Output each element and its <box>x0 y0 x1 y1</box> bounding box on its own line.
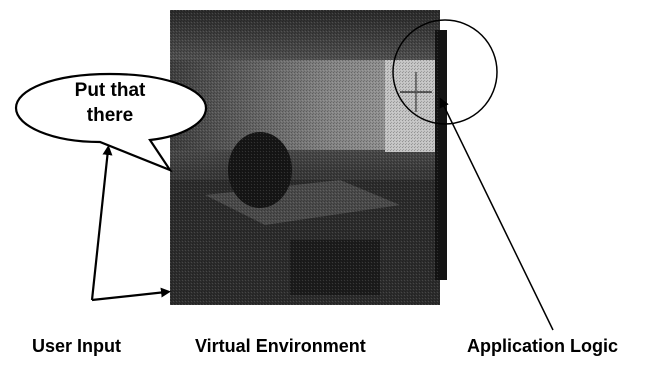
arrow-user-input-to-bubble <box>90 145 113 301</box>
scene-dither-overlay <box>170 10 440 305</box>
virtual-environment-image <box>170 10 447 305</box>
speech-bubble-text: Put that there <box>50 78 170 128</box>
speech-bubble <box>14 72 208 173</box>
caption-application-logic: Application Logic <box>467 336 618 356</box>
caption-virtual-environment: Virtual Environment <box>195 336 366 356</box>
arrow-application-logic-to-object <box>439 97 554 331</box>
application-logic-highlight-circle <box>392 19 498 125</box>
speech-bubble-line-1: Put that <box>74 80 146 101</box>
speech-bubble-line-2: there <box>86 105 134 126</box>
caption-user-input: User Input <box>32 336 122 356</box>
arrow-user-input-to-environment <box>91 287 171 302</box>
